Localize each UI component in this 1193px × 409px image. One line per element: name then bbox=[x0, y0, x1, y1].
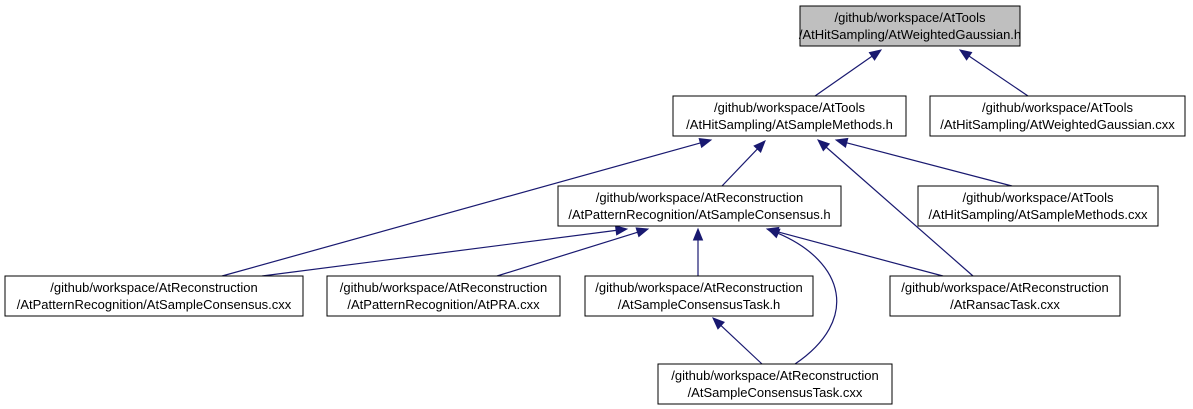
node-label-line: /AtRansacTask.cxx bbox=[950, 297, 1060, 312]
node-consensus-task-h[interactable]: /github/workspace/AtReconstruction/AtSam… bbox=[584, 275, 814, 317]
node-label-line: /AtSampleConsensusTask.cxx bbox=[688, 385, 863, 400]
node-label-line: /AtHitSampling/AtSampleMethods.h bbox=[686, 117, 893, 132]
edge-line bbox=[720, 325, 763, 365]
edge-arrowhead bbox=[698, 138, 713, 149]
edge-line bbox=[261, 229, 617, 277]
edge-sample_methods_cxx-to-sample_methods_h bbox=[834, 137, 1013, 187]
edge-line bbox=[721, 148, 758, 187]
node-atpra-cxx[interactable]: /github/workspace/AtReconstruction/AtPat… bbox=[326, 275, 561, 317]
node-weighted-gaussian-cxx[interactable]: /github/workspace/AtTools/AtHitSampling/… bbox=[929, 95, 1186, 137]
edge-sample_consensus_h-to-sample_methods_h bbox=[721, 140, 766, 187]
edge-line bbox=[846, 142, 1013, 187]
edge-line bbox=[221, 142, 701, 277]
edge-line bbox=[814, 55, 873, 97]
node-sample-methods-h[interactable]: /github/workspace/AtTools/AtHitSampling/… bbox=[672, 95, 907, 137]
edge-arrowhead bbox=[635, 227, 650, 238]
edge-ransac_task_cxx-to-sample_consensus_h bbox=[765, 226, 944, 277]
node-label-line: /github/workspace/AtTools bbox=[714, 100, 866, 115]
node-box[interactable] bbox=[4, 275, 304, 317]
node-box[interactable] bbox=[917, 185, 1159, 227]
edge-line bbox=[777, 232, 838, 365]
node-box[interactable] bbox=[557, 185, 842, 227]
node-weighted-gaussian-h: /github/workspace/AtTools/AtHitSampling/… bbox=[799, 5, 1021, 47]
edge-arrowhead bbox=[868, 49, 883, 61]
edge-sample_consensus_cxx-to-sample_methods_h bbox=[221, 138, 713, 277]
node-label-line: /AtHitSampling/AtWeightedGaussian.cxx bbox=[940, 117, 1175, 132]
node-label-line: /github/workspace/AtReconstruction bbox=[596, 190, 803, 205]
node-label-line: /github/workspace/AtReconstruction bbox=[671, 368, 878, 383]
edge-arrowhead bbox=[817, 139, 831, 152]
node-box[interactable] bbox=[584, 275, 814, 317]
edge-sample_consensus_cxx-to-sample_consensus_h bbox=[261, 225, 629, 277]
edge-ransac_task_cxx-to-sample_methods_h bbox=[817, 139, 974, 277]
node-box[interactable] bbox=[672, 95, 907, 137]
edge-atpra_cxx-to-sample_consensus_h bbox=[496, 227, 650, 277]
node-label-line: /AtPatternRecognition/AtPRA.cxx bbox=[347, 297, 540, 312]
edge-sample_methods_h-to-weighted_gaussian_h bbox=[814, 49, 883, 97]
edge-consensus_task_cxx-to-consensus_task_h bbox=[712, 317, 763, 365]
node-label-line: /github/workspace/AtTools bbox=[962, 190, 1114, 205]
node-box[interactable] bbox=[657, 363, 893, 405]
node-label-line: /AtSampleConsensusTask.h bbox=[618, 297, 781, 312]
edge-line bbox=[968, 55, 1029, 97]
node-box[interactable] bbox=[929, 95, 1186, 137]
node-label-line: /github/workspace/AtReconstruction bbox=[595, 280, 802, 295]
node-sample-consensus-cxx[interactable]: /github/workspace/AtReconstruction/AtPat… bbox=[4, 275, 304, 317]
node-label-line: /github/workspace/AtTools bbox=[834, 10, 986, 25]
node-sample-methods-cxx[interactable]: /github/workspace/AtTools/AtHitSampling/… bbox=[917, 185, 1159, 227]
edge-line bbox=[825, 146, 974, 277]
edge-arrowhead bbox=[712, 317, 725, 330]
node-label-line: /github/workspace/AtReconstruction bbox=[340, 280, 547, 295]
node-ransac-task-cxx[interactable]: /github/workspace/AtReconstruction/AtRan… bbox=[889, 275, 1121, 317]
edge-arrowhead bbox=[692, 227, 704, 241]
node-consensus-task-cxx[interactable]: /github/workspace/AtReconstruction/AtSam… bbox=[657, 363, 893, 405]
node-sample-consensus-h[interactable]: /github/workspace/AtReconstruction/AtPat… bbox=[557, 185, 842, 227]
node-label-line: /AtPatternRecognition/AtSampleConsensus.… bbox=[17, 297, 292, 312]
node-box[interactable] bbox=[889, 275, 1121, 317]
edge-consensus_task_h-to-sample_consensus_h bbox=[692, 227, 704, 276]
node-label-line: /AtHitSampling/AtWeightedGaussian.h bbox=[799, 27, 1021, 42]
node-box[interactable] bbox=[326, 275, 561, 317]
node-label-line: /AtPatternRecognition/AtSampleConsensus.… bbox=[568, 207, 830, 222]
edge-arrowhead bbox=[753, 140, 766, 153]
node-label-line: /AtHitSampling/AtSampleMethods.cxx bbox=[929, 207, 1148, 222]
node-label-line: /github/workspace/AtTools bbox=[982, 100, 1134, 115]
node-label-line: /github/workspace/AtReconstruction bbox=[50, 280, 257, 295]
edge-arrowhead bbox=[834, 137, 849, 148]
edge-weighted_gaussian_cxx-to-weighted_gaussian_h bbox=[958, 49, 1029, 97]
edge-line bbox=[777, 231, 944, 277]
edge-consensus_task_cxx-to-sample_consensus_h bbox=[766, 228, 838, 365]
edge-arrowhead bbox=[766, 228, 781, 239]
edge-line bbox=[496, 231, 638, 277]
edge-arrowhead bbox=[614, 225, 629, 236]
node-box bbox=[799, 5, 1021, 47]
node-label-line: /github/workspace/AtReconstruction bbox=[901, 280, 1108, 295]
edge-arrowhead bbox=[958, 49, 973, 61]
